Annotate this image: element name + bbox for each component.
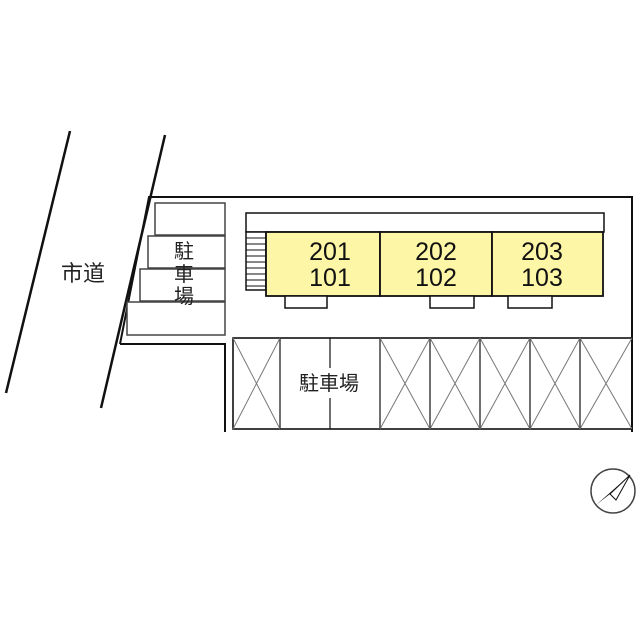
parking-small-step <box>154 202 226 236</box>
road-edge-left <box>4 130 72 394</box>
unit-number-lower: 102 <box>415 264 457 292</box>
outdoor-unit <box>429 295 475 309</box>
unit-number-lower: 103 <box>521 264 563 292</box>
unit-number-upper: 202 <box>415 238 457 266</box>
outdoor-unit <box>507 295 553 309</box>
unit-number-lower: 101 <box>309 264 351 292</box>
staircase <box>245 231 267 291</box>
parking-main-label-bg <box>290 368 366 398</box>
unit-block <box>379 231 493 297</box>
parking-small-label-char: 車 <box>174 262 194 286</box>
unit-number-upper: 201 <box>309 238 351 266</box>
parking-small-step <box>126 301 226 336</box>
road: 市道 <box>4 130 167 409</box>
road-label: 市道 <box>61 262 105 287</box>
corridor <box>245 212 605 233</box>
parking-small-label-char: 駐 <box>174 239 194 263</box>
unit-block <box>491 231 604 297</box>
parking-small <box>126 202 226 336</box>
site-boundary <box>119 196 633 432</box>
parking-main-outline <box>232 337 633 430</box>
parking-small-step <box>139 268 226 302</box>
north-arrow-icon <box>590 468 636 514</box>
parking-main <box>232 337 633 430</box>
unit-number-upper: 203 <box>521 238 563 266</box>
building: 201 101 202 102 203 103 <box>245 212 605 309</box>
parking-small-step <box>147 235 226 269</box>
parking-space-marks <box>232 337 633 430</box>
outdoor-unit <box>284 295 328 309</box>
parking-small-label-char: 場 <box>174 284 194 308</box>
road-edge-right <box>99 134 167 409</box>
parking-main-label: 駐車場 <box>299 371 359 395</box>
unit-block <box>265 231 381 297</box>
stair-treads <box>246 237 266 287</box>
